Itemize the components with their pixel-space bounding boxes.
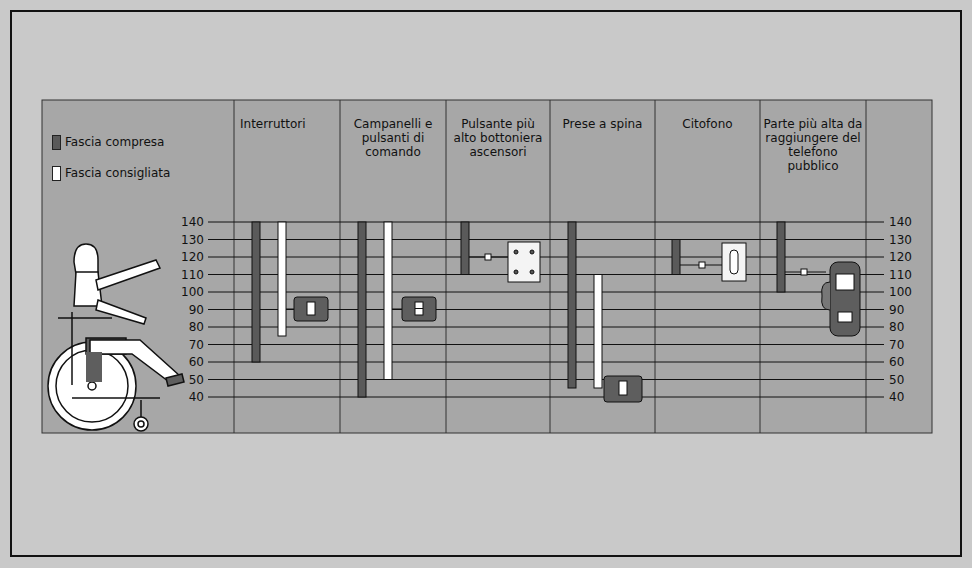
column-header: Parte più alta da raggiungere del telefo… — [763, 117, 863, 173]
wheelchair-user — [48, 244, 184, 431]
legend-text: Fascia consigliata — [65, 166, 170, 180]
column-header: Citofono — [658, 117, 757, 131]
column-header: Prese a spina — [553, 117, 652, 131]
axis-value: 70 — [889, 338, 919, 352]
axis-value: 50 — [889, 373, 919, 387]
axis-value: 90 — [889, 303, 919, 317]
axis-value: 120 — [889, 250, 919, 264]
axis-value: 40 — [174, 390, 204, 404]
axis-value: 130 — [889, 233, 919, 247]
axis-value: 100 — [174, 285, 204, 299]
axis-value: 40 — [889, 390, 919, 404]
legend-text: Fascia compresa — [65, 135, 164, 149]
column-header: Campanelli e pulsanti di comando — [343, 117, 443, 159]
axis-value: 70 — [174, 338, 204, 352]
axis-value: 60 — [889, 355, 919, 369]
axis-value: 140 — [174, 215, 204, 229]
axis-value: 100 — [889, 285, 919, 299]
axis-value: 110 — [174, 268, 204, 282]
axis-value: 60 — [174, 355, 204, 369]
axis-value: 80 — [889, 320, 919, 334]
axis-value: 130 — [174, 233, 204, 247]
column-header: Interruttori — [240, 117, 340, 131]
axis-value: 110 — [889, 268, 919, 282]
legend-swatch — [52, 166, 61, 181]
legend-swatch — [52, 135, 61, 150]
column-header: Pulsante più alto bottoniera ascensori — [449, 117, 547, 159]
axis-value: 80 — [174, 320, 204, 334]
axis-value: 120 — [174, 250, 204, 264]
axis-value: 140 — [889, 215, 919, 229]
axis-value: 50 — [174, 373, 204, 387]
axis-value: 90 — [174, 303, 204, 317]
